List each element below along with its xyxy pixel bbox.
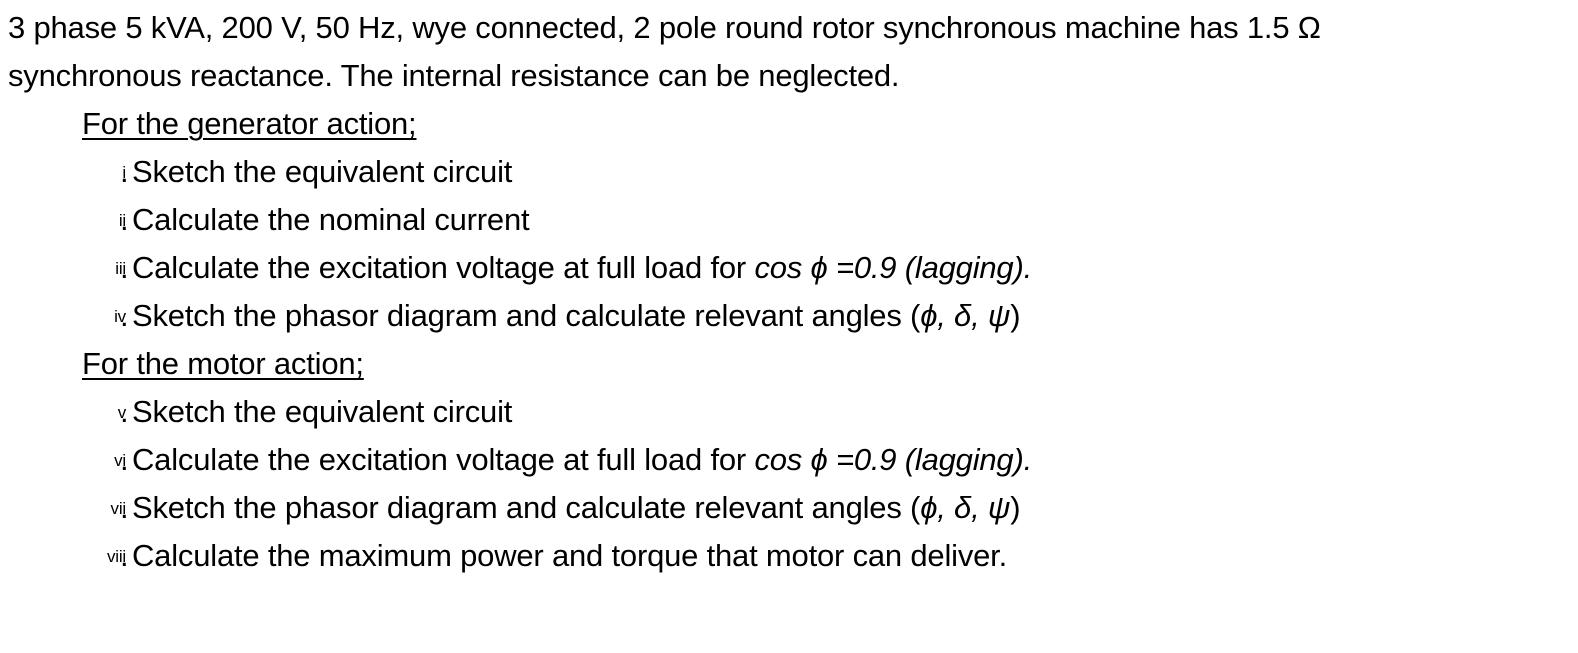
- generator-item-list: i . Sketch the equivalent circuit ii . C…: [8, 148, 1578, 340]
- list-item: vii . Sketch the phasor diagram and calc…: [8, 484, 1578, 532]
- list-item: iv . Sketch the phasor diagram and calcu…: [8, 292, 1578, 340]
- item-separator: .: [120, 202, 129, 237]
- item-text: Sketch the equivalent circuit: [132, 154, 513, 189]
- item-text: Calculate the excitation voltage at full…: [132, 442, 1032, 477]
- item-separator: .: [120, 538, 129, 573]
- item-separator: .: [120, 154, 129, 189]
- item-text: Calculate the maximum power and torque t…: [132, 538, 1007, 573]
- angle-symbols: ϕ, δ, ψ: [920, 490, 1011, 525]
- item-separator: .: [120, 442, 129, 477]
- item-number: v: [117, 403, 127, 422]
- item-number: iii: [115, 259, 126, 278]
- list-item: vi . Calculate the excitation voltage at…: [8, 436, 1578, 484]
- item-text: Calculate the excitation voltage at full…: [132, 250, 1032, 285]
- list-item: viii . Calculate the maximum power and t…: [8, 532, 1578, 580]
- item-number: ii: [118, 211, 126, 230]
- motor-section-heading: For the motor action;: [82, 346, 364, 381]
- item-number: vi: [114, 451, 126, 470]
- item-number: viii: [106, 547, 126, 566]
- angle-symbols: ϕ, δ, ψ: [920, 298, 1011, 333]
- power-factor-expression: cos ϕ =0.9 (lagging).: [754, 442, 1032, 477]
- problem-statement: 3 phase 5 kVA, 200 V, 50 Hz, wye connect…: [8, 4, 1568, 100]
- item-text: Sketch the phasor diagram and calculate …: [132, 298, 1021, 333]
- list-item: iii . Calculate the excitation voltage a…: [8, 244, 1578, 292]
- item-text: Sketch the equivalent circuit: [132, 394, 513, 429]
- power-factor-expression: cos ϕ =0.9 (lagging).: [754, 250, 1032, 285]
- problem-line-1: 3 phase 5 kVA, 200 V, 50 Hz, wye connect…: [8, 10, 1321, 45]
- list-item: i . Sketch the equivalent circuit: [8, 148, 1578, 196]
- motor-item-list: v . Sketch the equivalent circuit vi . C…: [8, 388, 1578, 580]
- item-number: iv: [114, 307, 126, 326]
- list-item: ii . Calculate the nominal current: [8, 196, 1578, 244]
- item-separator: .: [120, 490, 129, 525]
- generator-section-heading: For the generator action;: [82, 106, 417, 141]
- list-item: v . Sketch the equivalent circuit: [8, 388, 1578, 436]
- problem-line-2: synchronous reactance. The internal resi…: [8, 58, 900, 93]
- item-separator: .: [120, 298, 129, 333]
- item-text: Calculate the nominal current: [132, 202, 530, 237]
- item-number: vii: [110, 499, 127, 518]
- item-text: Sketch the phasor diagram and calculate …: [132, 490, 1021, 525]
- item-number: i: [122, 163, 126, 182]
- item-separator: .: [120, 250, 129, 285]
- item-separator: .: [120, 394, 129, 429]
